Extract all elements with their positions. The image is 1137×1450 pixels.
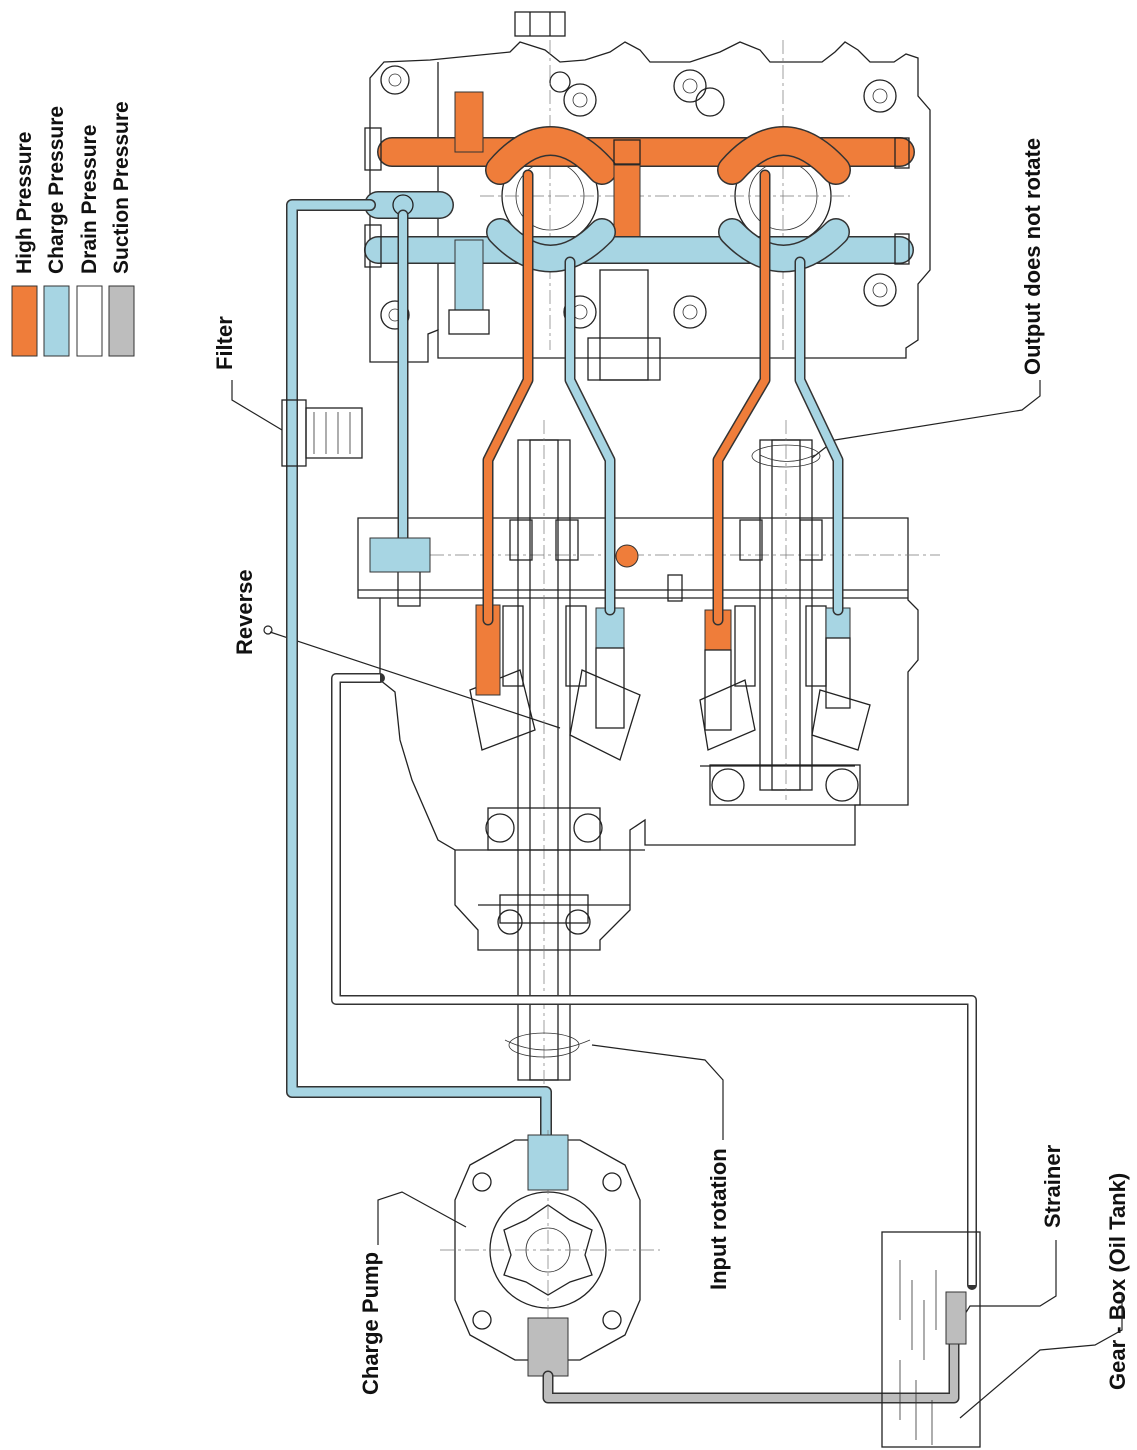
label-input-rotation: Input rotation (706, 1148, 731, 1290)
hp-port-dot (615, 544, 639, 568)
legend-swatch-drain-pressure (76, 285, 103, 357)
suction-line (542, 1314, 960, 1404)
charge-supply-line (286, 199, 552, 1141)
label-gearbox: Gear - Box (Oil Tank) (1105, 1173, 1130, 1390)
leader-filter (231, 380, 283, 431)
legend-swatch-suction-pressure (108, 285, 135, 357)
high-pressure-passages (377, 91, 915, 246)
charge-pressure-lines (369, 209, 844, 616)
label-strainer: Strainer (1040, 1144, 1065, 1228)
pistons (475, 544, 851, 731)
hp-valve-spool (454, 91, 484, 153)
label-charge-pump: Charge Pump (358, 1252, 383, 1395)
leader-input-rotation (591, 1044, 724, 1140)
charge-pump-inlet (527, 1317, 569, 1377)
input-shaft (485, 420, 603, 1100)
leader-reverse (269, 631, 561, 729)
label-output-note: Output does not rotate (1020, 138, 1045, 375)
charge-inlet-port (369, 537, 431, 573)
charge-pump (440, 1130, 660, 1377)
label-reverse: Reverse (232, 569, 257, 655)
strainer (945, 1291, 967, 1345)
legend-swatch-charge-pressure (43, 285, 70, 357)
drain-line (331, 673, 977, 1290)
charge-pump-outlet (527, 1134, 569, 1191)
gearbox-oil-tank (881, 1231, 981, 1448)
legend-label-high-pressure: High Pressure (13, 132, 36, 274)
charge-pressure-passages (364, 127, 914, 381)
charge-check-valve (454, 239, 484, 311)
label-filter: Filter (212, 316, 237, 370)
legend-label-charge-pressure: Charge Pressure (45, 106, 68, 274)
leader-output (811, 380, 1041, 459)
leader-reverse-marker (263, 625, 273, 635)
leader-charge-pump (377, 1191, 467, 1245)
leader-gearbox (959, 1296, 1123, 1419)
legend-swatch-high-pressure (11, 285, 38, 357)
hp-relief-valve-stem (613, 164, 641, 246)
legend: High Pressure Charge Pressure Drain Pres… (11, 101, 135, 357)
legend-label-drain-pressure: Drain Pressure (78, 125, 101, 274)
output-shaft (709, 420, 861, 806)
high-pressure-lines (482, 169, 771, 626)
main-housing (357, 517, 940, 951)
filter (281, 399, 363, 467)
legend-label-suction-pressure: Suction Pressure (110, 101, 133, 274)
input-rotation-arrow (504, 1039, 591, 1051)
